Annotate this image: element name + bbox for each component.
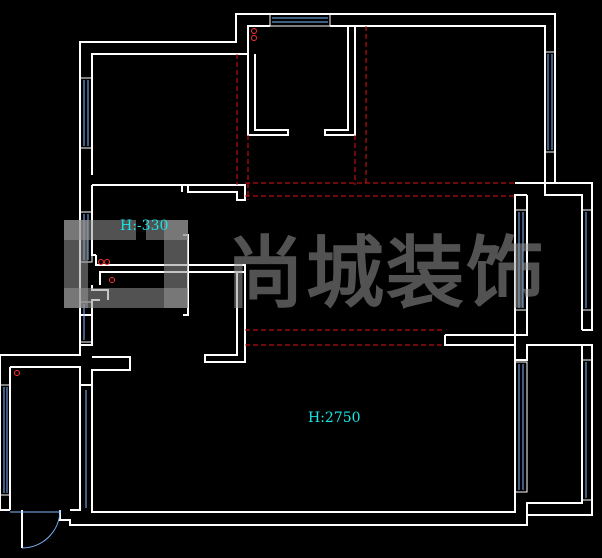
- dashed-ceiling-lines: [236, 26, 515, 346]
- wall-bottom-left-room-inner: [10, 356, 131, 386]
- wall-bottom: [91, 370, 516, 513]
- window-right-column-right: [581, 209, 593, 311]
- wall-bottom-right-inner: [514, 344, 583, 515]
- wall-top-left-room-inner: [91, 25, 270, 175]
- window-top: [269, 13, 331, 27]
- wall-bottom-left-side: [0, 355, 10, 511]
- window-right-column-left: [514, 209, 528, 311]
- socket-top: [251, 35, 257, 41]
- wall-top-left-room: [79, 13, 330, 185]
- sockets: [14, 28, 257, 376]
- wall-top-outer: [330, 13, 593, 331]
- watermark: 尚城装饰: [64, 220, 546, 319]
- entry-door: [10, 509, 61, 549]
- height-label-upper: H:-330: [120, 218, 168, 234]
- socket-bottom-left: [14, 370, 20, 376]
- wall-top-center-box-left: [247, 54, 289, 136]
- socket-kitchen: [98, 259, 104, 265]
- wall-bottom-left-room: [0, 345, 81, 356]
- wall-bottom-outer: [70, 344, 593, 526]
- window-right-lower-right: [581, 359, 593, 501]
- socket-kitchen-lower: [109, 277, 115, 283]
- wall-bottom-left-foot: [59, 510, 92, 526]
- watermark-text: 尚城装饰: [226, 229, 546, 319]
- socket-top: [251, 28, 257, 34]
- height-label-lower: H:2750: [308, 410, 361, 426]
- wall-center-partition: [204, 272, 246, 363]
- wall-kitchen-counter: [95, 255, 246, 285]
- wall-top-center-box: [324, 26, 356, 136]
- wall-bottom-left-foot-inner: [70, 385, 81, 511]
- window-right-lower-left: [514, 361, 528, 493]
- window-bottom-left-side: [0, 384, 11, 496]
- window-left-upper: [79, 77, 93, 149]
- window-right-upper: [544, 51, 556, 153]
- door-swing-arc: [21, 509, 61, 549]
- socket-kitchen: [104, 259, 110, 265]
- wall-kitchen-top: [92, 184, 246, 201]
- square-bracket-logo-icon: [64, 220, 188, 308]
- wall-right-mid-ledge: [444, 334, 516, 346]
